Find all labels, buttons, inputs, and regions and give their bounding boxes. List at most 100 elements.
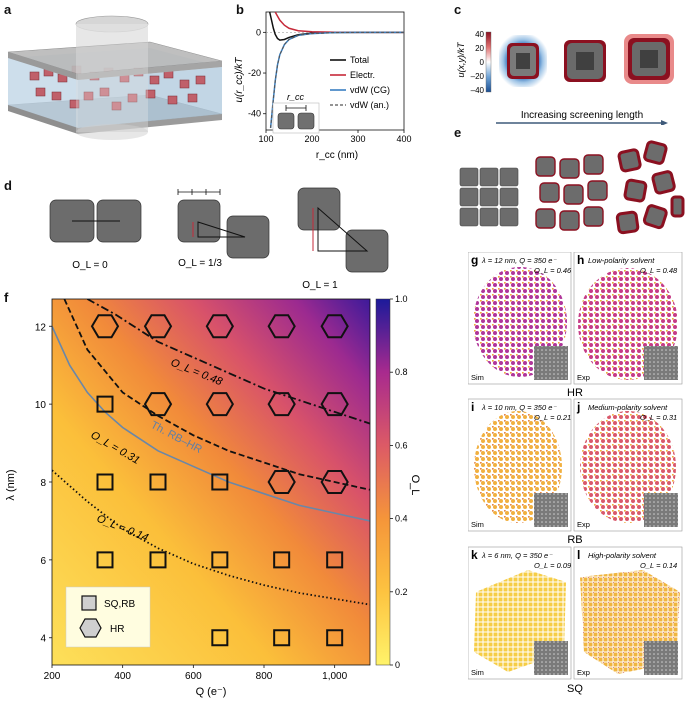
- panel-f-colorbar: [375, 298, 391, 666]
- marker-hr-2: [205, 314, 234, 339]
- marker-hr-0: [90, 314, 120, 339]
- marker-sq-15: [96, 551, 114, 569]
- panel-b-ylabel: u(r_cc)/kT: [234, 57, 245, 103]
- marker-sq-20: [211, 629, 229, 647]
- g-corner: Sim: [471, 373, 484, 382]
- marker-sq-10: [96, 473, 114, 491]
- marker-sq-11: [149, 473, 167, 491]
- marker-hr-13: [267, 469, 296, 495]
- f-ytick-label-12: 12: [35, 322, 47, 333]
- b-xtick-label-400: 400: [396, 134, 411, 144]
- series-vdw-an-: [270, 31, 404, 129]
- contour-2: [52, 469, 370, 606]
- marker-sq-19: [326, 551, 344, 569]
- c-tick-m20: –20: [471, 72, 485, 81]
- legend-sq-rb-label: SQ,RB: [104, 599, 135, 610]
- panel-c-maps: u(x,y)/kT 40 20 0 –20 –40 Increasing scr…: [456, 28, 680, 125]
- marker-sq-21: [273, 629, 291, 647]
- f-xtick-label-1: 400: [114, 671, 131, 682]
- b-xtick-label-200: 200: [304, 134, 319, 144]
- contour-1: [63, 299, 370, 491]
- panel-letter-b: b: [236, 2, 244, 17]
- f-cb-tick-label-0.6: 0.6: [395, 440, 408, 450]
- panel-gl-simulations: g h i j k l λ = 12 nm, Q = 350 e⁻ O_L = …: [468, 252, 683, 695]
- f-ytick-label-10: 10: [35, 400, 47, 411]
- marker-sq-12: [211, 473, 229, 491]
- c-tick-20: 20: [475, 44, 484, 53]
- f-cb-tick-label-0.4: 0.4: [395, 514, 408, 524]
- f-xtick-label-4: 1,000: [322, 671, 347, 682]
- panel-d-label-1: O_L = 1/3: [178, 258, 222, 269]
- panel-letter-i: i: [471, 400, 474, 414]
- panel-letter-h: h: [577, 253, 584, 267]
- f-cb-tick-label-1: 1.0: [395, 294, 408, 304]
- f-cb-tick-label-0.2: 0.2: [395, 587, 408, 597]
- legend-square-marker: [81, 595, 97, 611]
- marker-sq-18: [273, 551, 291, 569]
- panel-d-diagram: O_L = 0 O_L = 1/3 O_L = 1: [49, 187, 389, 291]
- marker-sq-17: [211, 551, 229, 569]
- f-xtick-label-3: 800: [256, 671, 273, 682]
- marker-hr-7: [205, 392, 234, 417]
- panel-b-inset: r_cc: [272, 92, 320, 134]
- marker-sq-22: [326, 629, 344, 647]
- row-label-sq: SQ: [567, 683, 583, 695]
- panel-f-ylabel: λ (nm): [5, 469, 17, 500]
- f-cb-tick-label-0: 0: [395, 660, 400, 670]
- i-line1: λ = 10 nm, Q = 350 e⁻: [481, 403, 557, 412]
- i-line2: O_L = 0.21: [534, 413, 571, 422]
- panel-letter-e: e: [454, 125, 462, 140]
- panel-letter-c: c: [454, 2, 462, 17]
- marker-hr-14: [320, 469, 349, 495]
- panel-b-frame: [265, 11, 405, 131]
- f-ytick-label-8: 8: [40, 478, 46, 489]
- panel-c-colorbar: [485, 31, 492, 93]
- panel-f-xlabel: Q (e⁻): [196, 686, 227, 698]
- panel-c-arrow-label: Increasing screening length: [521, 110, 643, 121]
- panel-letter-f: f: [4, 290, 9, 305]
- panel-letter-g: g: [471, 253, 478, 267]
- marker-hr-4: [320, 314, 349, 339]
- legend-hr-label: HR: [110, 624, 124, 635]
- marker-hr-9: [320, 392, 349, 417]
- f-xtick-label-0: 200: [44, 671, 61, 682]
- inset-rcc-label: r_cc: [287, 92, 305, 102]
- j-corner: Exp: [577, 520, 590, 529]
- marker-sq-16: [149, 551, 167, 569]
- b-xtick-label-100: 100: [258, 134, 273, 144]
- k-corner: Sim: [471, 668, 484, 677]
- c-tick-0: 0: [480, 58, 485, 67]
- l-line2: O_L = 0.14: [640, 561, 677, 570]
- f-ytick-label-4: 4: [40, 634, 46, 645]
- panel-f-colorbar-label: O_L: [409, 475, 420, 496]
- panel-a-illustration: [7, 15, 223, 140]
- panel-d-label-0: O_L = 0: [72, 260, 108, 271]
- legend-total-label: Total: [350, 55, 369, 65]
- b-ytick-label--40: -40: [248, 109, 261, 119]
- legend-vdw-an-label: vdW (an.): [350, 100, 389, 110]
- row-label-rb: RB: [567, 534, 582, 546]
- marker-hr-1: [143, 314, 173, 339]
- panel-b-xlabel: r_cc (nm): [316, 150, 358, 161]
- legend-vdw-cg-label: vdW (CG): [350, 85, 390, 95]
- panel-letter-d: d: [4, 178, 12, 193]
- legend-hex-marker: [79, 618, 102, 638]
- b-xtick-label-300: 300: [350, 134, 365, 144]
- panel-letter-k: k: [471, 548, 478, 562]
- i-corner: Sim: [471, 520, 484, 529]
- g-line2: O_L = 0.46: [534, 266, 572, 275]
- contour-3: [52, 325, 370, 522]
- panel-letter-l: l: [577, 548, 580, 562]
- j-line2: O_L = 0.31: [640, 413, 677, 422]
- panel-letter-a: a: [4, 2, 12, 17]
- marker-hr-3: [267, 314, 296, 339]
- h-corner: Exp: [577, 373, 590, 382]
- panel-f-legend: SQ,RB HR: [65, 586, 151, 648]
- f-xtick-label-2: 600: [185, 671, 202, 682]
- h-line2: O_L = 0.48: [640, 266, 678, 275]
- series-electr-: [274, 12, 404, 34]
- marker-hr-6: [143, 392, 173, 417]
- series-total: [268, 12, 404, 41]
